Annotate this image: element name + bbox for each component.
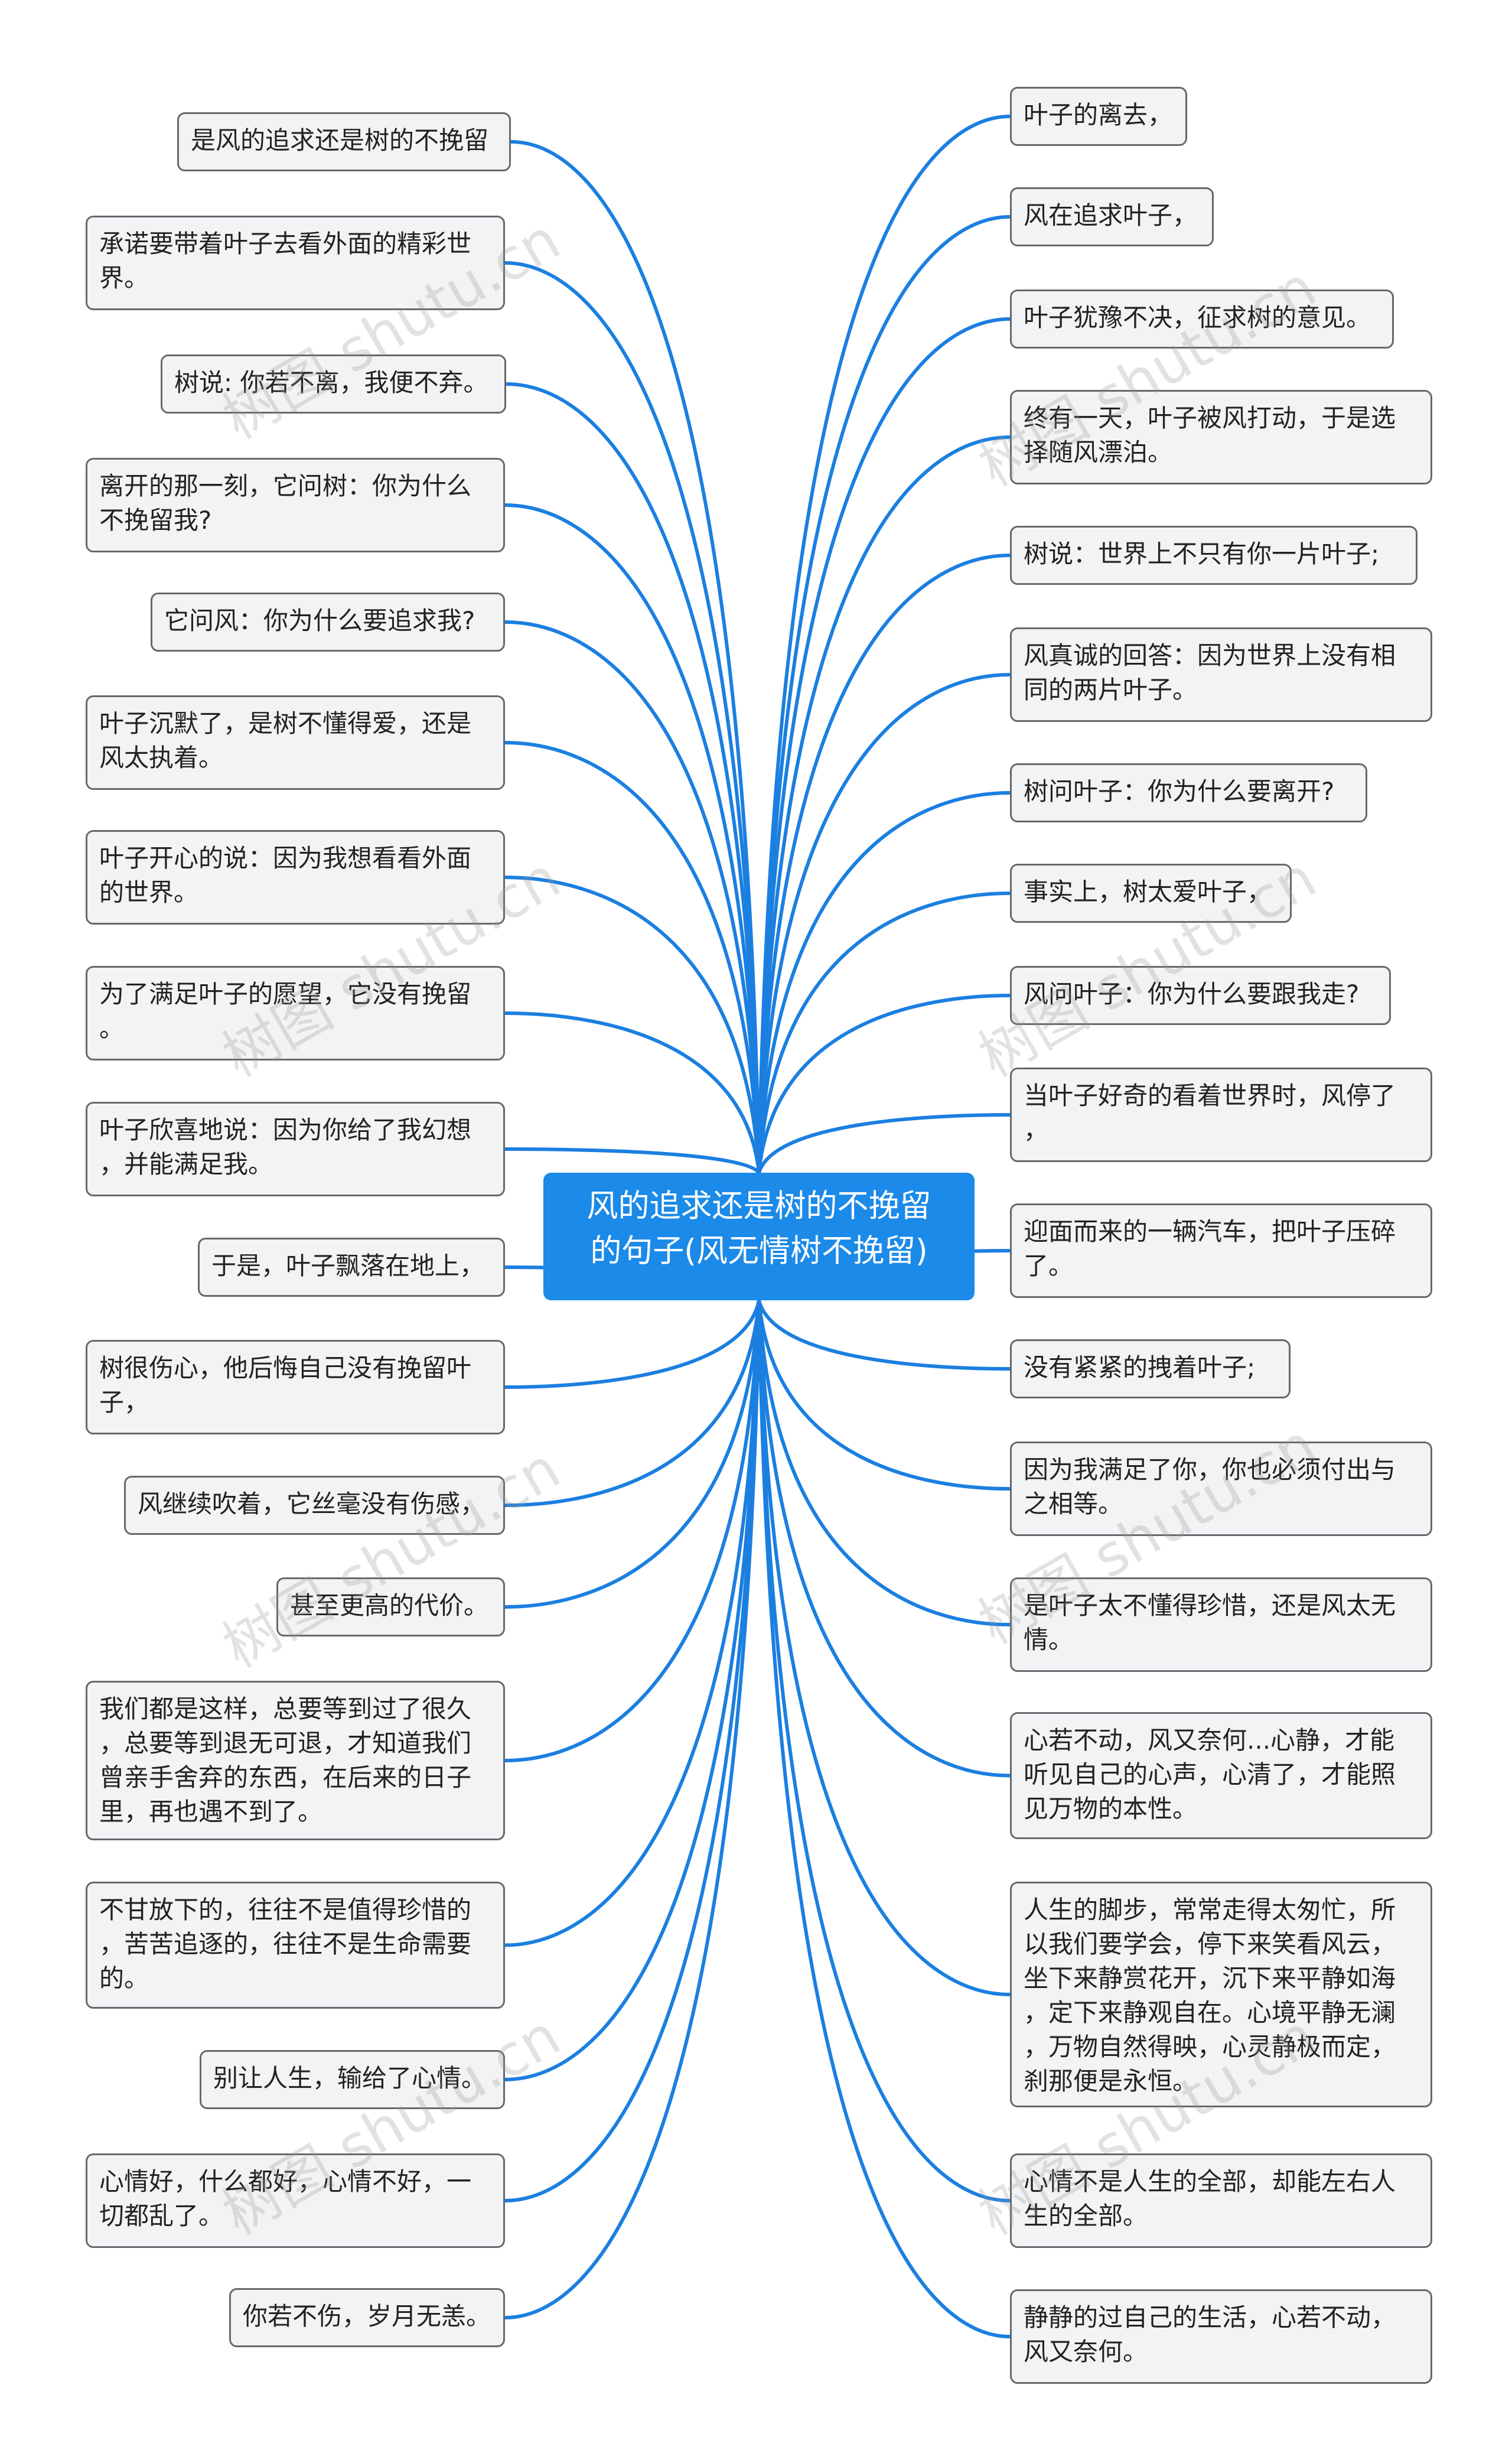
left-topic-5[interactable]: 它问风：你为什么要追求我? bbox=[151, 593, 505, 652]
right-topic-14[interactable]: 是叶子太不懂得珍惜，还是风太无 情。 bbox=[1010, 1577, 1432, 1672]
left-topic-4[interactable]: 离开的那一刻，它问树：你为什么 不挽留我? bbox=[86, 458, 505, 552]
connector-right-8 bbox=[757, 892, 1012, 1174]
right-topic-5[interactable]: 树说：世界上不只有你一片叶子; bbox=[1010, 526, 1418, 585]
connector-left-14 bbox=[503, 1299, 761, 1762]
connector-right-5 bbox=[757, 554, 1012, 1174]
left-topic-14[interactable]: 我们都是这样，总要等到过了很久 ，总要等到退无可退，才知道我们 曾亲手舍弃的东西… bbox=[86, 1681, 505, 1840]
left-topic-11[interactable]: 树很伤心，他后悔自己没有挽留叶 子， bbox=[86, 1340, 505, 1434]
connector-left-15 bbox=[503, 1299, 761, 1947]
connector-right-7 bbox=[757, 791, 1012, 1174]
connector-left-18 bbox=[503, 1299, 761, 2319]
connector-left-17 bbox=[503, 1299, 761, 2202]
left-topic-12[interactable]: 风继续吹着，它丝毫没有伤感， bbox=[124, 1476, 505, 1535]
connector-left-6 bbox=[503, 741, 761, 1174]
right-topic-15[interactable]: 心若不动，风又奈何...心静，才能 听见自己的心声，心清了，才能照 见万物的本性… bbox=[1010, 1712, 1432, 1839]
connector-left-7 bbox=[503, 876, 761, 1174]
left-topic-3[interactable]: 树说: 你若不离，我便不弃。 bbox=[161, 354, 506, 414]
connector-right-14 bbox=[757, 1299, 1012, 1626]
left-topic-1[interactable]: 是风的追求还是树的不挽留 bbox=[177, 112, 511, 171]
right-topic-4[interactable]: 终有一天，叶子被风打动，于是选 择随风漂泊。 bbox=[1010, 390, 1432, 484]
right-topic-10[interactable]: 当叶子好奇的看着世界时，风停了 ， bbox=[1010, 1068, 1432, 1162]
left-topic-15[interactable]: 不甘放下的，往往不是值得珍惜的 ，苦苦追逐的，往往不是生命需要 的。 bbox=[86, 1882, 505, 2009]
connector-right-6 bbox=[757, 673, 1012, 1174]
right-topic-6[interactable]: 风真诚的回答：因为世界上没有相 同的两片叶子。 bbox=[1010, 627, 1432, 722]
connector-right-2 bbox=[757, 215, 1012, 1174]
connector-right-17 bbox=[757, 1299, 1012, 2202]
left-topic-18[interactable]: 你若不伤，岁月无恙。 bbox=[229, 2288, 505, 2347]
connector-left-16 bbox=[503, 1299, 761, 2081]
connector-left-11 bbox=[503, 1299, 761, 1389]
connector-left-8 bbox=[503, 1011, 761, 1174]
connector-left-13 bbox=[503, 1299, 761, 1609]
right-topic-1[interactable]: 叶子的离去， bbox=[1010, 87, 1187, 146]
connector-right-1 bbox=[757, 115, 1012, 1174]
connector-right-3 bbox=[757, 317, 1012, 1174]
right-topic-2[interactable]: 风在追求叶子， bbox=[1010, 187, 1214, 246]
left-topic-9[interactable]: 叶子欣喜地说：因为你给了我幻想 ，并能满足我。 bbox=[86, 1102, 505, 1196]
connector-right-12 bbox=[757, 1299, 1012, 1371]
connector-right-15 bbox=[757, 1299, 1012, 1778]
connector-left-5 bbox=[503, 620, 761, 1174]
right-topic-11[interactable]: 迎面而来的一辆汽车，把叶子压碎 了。 bbox=[1010, 1203, 1432, 1298]
right-topic-17[interactable]: 心情不是人生的全部，却能左右人 生的全部。 bbox=[1010, 2153, 1432, 2248]
left-topic-7[interactable]: 叶子开心的说：因为我想看看外面 的世界。 bbox=[86, 830, 505, 925]
right-topic-7[interactable]: 树问叶子：你为什么要离开? bbox=[1010, 763, 1367, 822]
right-topic-12[interactable]: 没有紧紧的拽着叶子; bbox=[1010, 1339, 1291, 1398]
connector-right-10 bbox=[757, 1113, 1012, 1174]
connector-left-3 bbox=[504, 382, 761, 1174]
right-topic-8[interactable]: 事实上，树太爱叶子， bbox=[1010, 864, 1292, 923]
right-topic-9[interactable]: 风问叶子：你为什么要跟我走? bbox=[1010, 966, 1391, 1025]
left-topic-8[interactable]: 为了满足叶子的愿望，它没有挽留 。 bbox=[86, 966, 505, 1060]
left-topic-10[interactable]: 于是，叶子飘落在地上， bbox=[198, 1238, 505, 1297]
connector-left-2 bbox=[503, 261, 761, 1174]
connector-left-12 bbox=[503, 1299, 761, 1507]
right-topic-16[interactable]: 人生的脚步，常常走得太匆忙，所 以我们要学会，停下来笑看风云， 坐下来静赏花开，… bbox=[1010, 1882, 1432, 2107]
left-topic-16[interactable]: 别让人生，输给了心情。 bbox=[200, 2050, 505, 2109]
connector-right-16 bbox=[757, 1299, 1012, 1996]
connector-right-4 bbox=[757, 435, 1012, 1174]
right-topic-3[interactable]: 叶子犹豫不决，征求树的意见。 bbox=[1010, 289, 1394, 349]
connector-right-18 bbox=[757, 1299, 1012, 2338]
connector-left-4 bbox=[503, 503, 761, 1174]
right-topic-13[interactable]: 因为我满足了你，你也必须付出与 之相等。 bbox=[1010, 1442, 1432, 1536]
connector-right-13 bbox=[757, 1299, 1012, 1491]
right-topic-18[interactable]: 静静的过自己的生活，心若不动， 风又奈何。 bbox=[1010, 2289, 1432, 2384]
left-topic-17[interactable]: 心情好，什么都好，心情不好，一 切都乱了。 bbox=[86, 2153, 505, 2248]
left-topic-2[interactable]: 承诺要带着叶子去看外面的精彩世 界。 bbox=[86, 216, 505, 310]
connector-left-9 bbox=[503, 1147, 761, 1174]
left-topic-6[interactable]: 叶子沉默了，是树不懂得爱，还是 风太执着。 bbox=[86, 695, 505, 790]
connector-right-9 bbox=[757, 994, 1012, 1174]
left-topic-13[interactable]: 甚至更高的代价。 bbox=[276, 1577, 505, 1636]
central-topic[interactable]: 风的追求还是树的不挽留 的句子(风无情树不挽留) bbox=[543, 1173, 975, 1300]
connector-left-1 bbox=[509, 140, 761, 1174]
